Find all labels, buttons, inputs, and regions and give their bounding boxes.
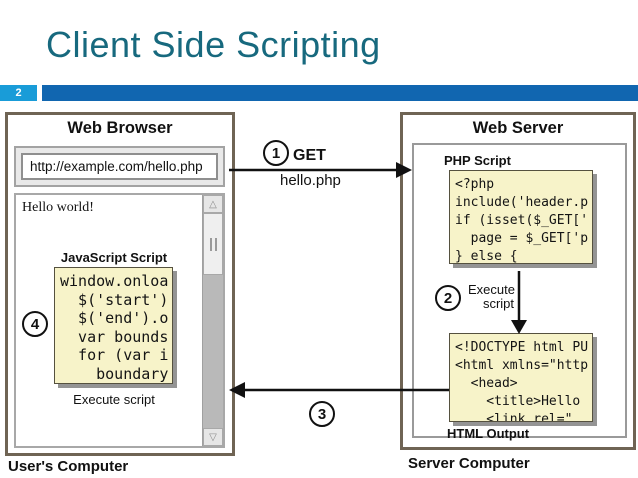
step-3-badge: 3 [309, 401, 335, 427]
web-server-window: Web Server PHP Script <?php include('hea… [400, 112, 636, 450]
php-code-box: <?php include('header.p if (isset($_GET[… [449, 170, 593, 264]
browser-viewport: Hello world! JavaScript Script window.on… [14, 193, 225, 448]
users-computer-label: User's Computer [8, 458, 129, 475]
get-label: GET [293, 147, 326, 164]
web-browser-window: Web Browser http://example.com/hello.php… [5, 112, 235, 456]
url-input[interactable]: http://example.com/hello.php [21, 153, 218, 180]
rendered-page-text: Hello world! [22, 200, 94, 215]
javascript-script-label: JavaScript Script [60, 250, 168, 265]
step-4-badge: 4 [22, 311, 48, 337]
browser-execute-script-label: Execute script [73, 392, 155, 407]
scrollbar-thumb[interactable] [203, 213, 223, 275]
scrollbar-grip-icon [209, 237, 217, 251]
script-word: script [482, 296, 514, 311]
html-output-code-box: <!DOCTYPE html PU <html xmlns="http <hea… [449, 333, 593, 422]
header-accent-bar [42, 85, 638, 101]
page-number-badge: 2 [0, 85, 37, 101]
scroll-down-icon: ▽ [209, 431, 217, 443]
step-1-badge: 1 [263, 140, 289, 166]
server-execute-script-label: Execute script [468, 282, 515, 311]
browser-scrollbar[interactable]: △ ▽ [202, 195, 223, 446]
scroll-down-button[interactable]: ▽ [203, 428, 223, 446]
server-window-title: Web Server [472, 119, 564, 137]
browser-address-bar: http://example.com/hello.php [14, 146, 225, 187]
php-script-label: PHP Script [444, 153, 511, 168]
execute-word: Execute [468, 282, 515, 297]
slide-title: Client Side Scripting [46, 24, 381, 65]
html-output-label: HTML Output [447, 426, 530, 441]
server-computer-label: Server Computer [408, 455, 530, 472]
scroll-up-icon: △ [209, 198, 217, 210]
browser-window-title: Web Browser [67, 119, 173, 137]
step-2-badge: 2 [435, 285, 461, 311]
javascript-code-box: window.onloa $('start') $('end').o var b… [54, 267, 173, 384]
scroll-up-button[interactable]: △ [203, 195, 223, 213]
get-target-label: hello.php [280, 172, 341, 189]
